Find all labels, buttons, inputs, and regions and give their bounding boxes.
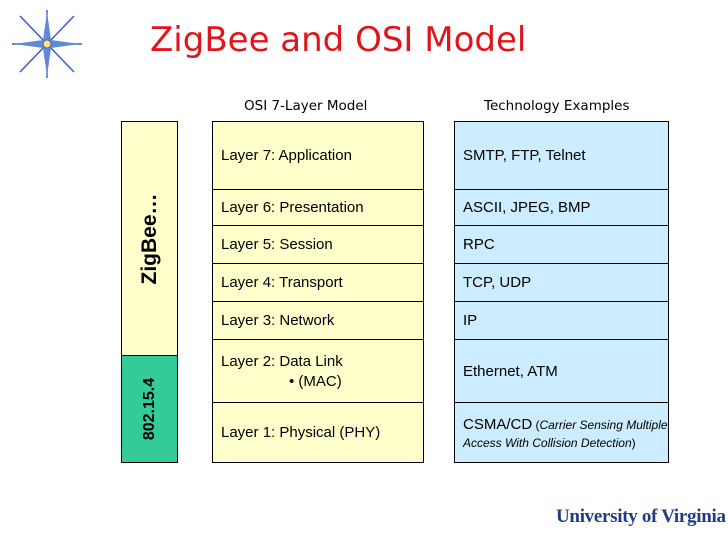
zigbee-stack-bar: ZigBee… [121,121,178,356]
tech-example-text: SMTP, FTP, Telnet [463,147,586,164]
tech-row-1: CSMA/CD (Carrier Sensing Multiple Access… [454,402,669,463]
osi-layer-label: Layer 6: Presentation [221,199,364,216]
osi-layer-sublabel: • (MAC) [289,372,342,390]
paren-open: ( [532,417,540,432]
osi-layer-2: Layer 2: Data Link • (MAC) [212,339,424,403]
tech-row-7: SMTP, FTP, Telnet [454,121,669,190]
tech-example-note: Carrier Sensing Multiple Access With Col… [463,417,668,450]
tech-example-text: TCP, UDP [463,274,532,291]
tech-row-2: Ethernet, ATM [454,339,669,403]
university-logo: University of Virginia [556,506,726,527]
tech-column-header: Technology Examples [484,98,630,114]
osi-layer-7: Layer 7: Application [212,121,424,190]
ieee-stack-label: 802.15.4 [140,377,158,441]
tech-row-4: TCP, UDP [454,263,669,302]
osi-layer-label: Layer 4: Transport [221,274,343,291]
osi-layer-label: Layer 7: Application [221,147,352,164]
tech-example-text: CSMA/CD [463,415,533,433]
osi-layer-6: Layer 6: Presentation [212,189,424,226]
compass-star-icon [6,8,88,80]
osi-layer-1: Layer 1: Physical (PHY) [212,402,424,463]
tech-row-3: IP [454,301,669,340]
zigbee-stack-label: ZigBee… [137,192,161,285]
osi-layer-3: Layer 3: Network [212,301,424,340]
osi-layer-label: Layer 3: Network [221,312,335,329]
osi-layer-4: Layer 4: Transport [212,263,424,302]
tech-example-text: ASCII, JPEG, BMP [463,199,591,216]
tech-example-text: RPC [463,236,495,253]
ieee-802-15-4-bar: 802.15.4 [121,355,178,463]
osi-column-header: OSI 7-Layer Model [244,98,368,114]
page-title: ZigBee and OSI Model [150,20,527,60]
tech-example-text: IP [463,312,478,329]
tech-example-text: Ethernet, ATM [463,362,558,380]
paren-close: ) [631,435,636,450]
osi-layer-label: Layer 1: Physical (PHY) [221,424,381,441]
osi-layer-label: Layer 5: Session [221,236,333,253]
osi-layer-5: Layer 5: Session [212,225,424,264]
tech-row-5: RPC [454,225,669,264]
tech-row-6: ASCII, JPEG, BMP [454,189,669,226]
osi-layer-label: Layer 2: Data Link [221,352,343,370]
